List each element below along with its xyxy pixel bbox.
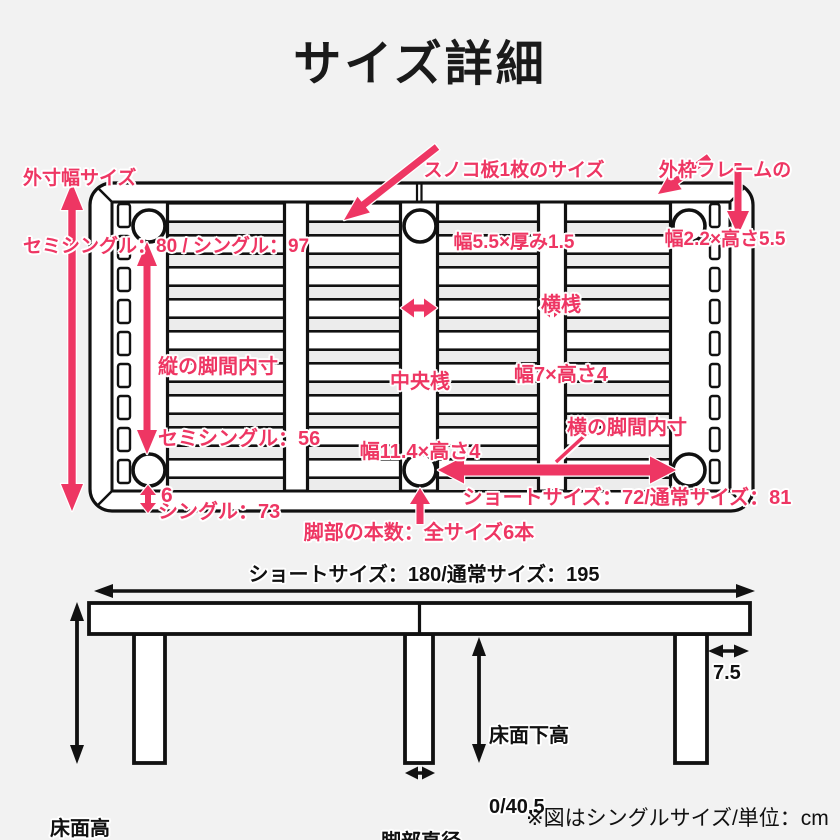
slat-end-tab	[116, 362, 132, 389]
slat-end-tab	[708, 362, 721, 389]
slat-board-line1: スノコ板1枚のサイズ	[423, 159, 605, 181]
floor-height-label: 床面高 5.5/46	[50, 770, 110, 840]
horizontal-leg-span-arrow	[436, 455, 678, 485]
slat-end-tab	[708, 426, 721, 453]
slat-end-tab	[116, 234, 132, 261]
length-arrow	[94, 584, 755, 598]
slat-sections	[165, 202, 673, 491]
slat-end-tab	[708, 266, 721, 293]
slat-end-tab	[116, 330, 132, 357]
cross-rail-line1: 横桟	[541, 294, 581, 317]
side-leg-left	[132, 632, 167, 765]
center-rail-line1: 中央桟	[390, 371, 450, 394]
outer-width-line1: 外寸幅サイズ	[23, 167, 137, 189]
center-rail-arrow	[399, 297, 439, 319]
slat-end-tabs	[116, 202, 721, 485]
vertical-leg-span-line1: 縦の脚間内寸	[158, 356, 278, 379]
pink-arrows	[59, 142, 751, 526]
slat-end-tab	[708, 202, 721, 229]
vertical-leg-span-line3: シングル：73	[158, 500, 281, 523]
slat-end-tab	[116, 458, 132, 485]
center-rail-line2: 幅11.4×高さ4	[359, 441, 481, 464]
horizontal-leg-span-line1: 横の脚間内寸	[566, 417, 687, 440]
leg-circles	[131, 208, 707, 488]
leg-top-middle	[402, 208, 438, 244]
slat-end-tab	[708, 330, 721, 357]
slat-end-tab	[116, 394, 132, 421]
outer-frame-line1: 外枠フレームの	[658, 159, 792, 181]
slat-board-label: スノコ板1枚のサイズ 幅5.5×厚み1.5	[424, 112, 605, 300]
leg-inset-label: 6	[161, 484, 173, 507]
horizontal-leg-span-line2: ショートサイズ：72/通常サイズ：81	[462, 487, 792, 510]
slat-end-tab	[708, 298, 721, 325]
length-label: ショートサイズ：180/通常サイズ：195	[248, 564, 600, 586]
slat-end-tab	[116, 202, 132, 229]
slat-end-tab	[116, 298, 132, 325]
outer-frame-label: 外枠フレームの 幅2.2×高さ5.5	[659, 114, 791, 296]
leg-top-left	[131, 208, 167, 244]
floor-height-line1: 床面高	[50, 818, 110, 840]
leg-diameter-line1: 脚部直径	[381, 829, 461, 840]
horizontal-leg-span-label: 横の脚間内寸 ショートサイズ：72/通常サイズ：81	[463, 370, 792, 558]
slat-end-tab	[708, 458, 721, 485]
under-clearance-label: 床面下高 0/40.5	[489, 677, 569, 840]
side-leg-middle	[403, 632, 435, 765]
slat-end-tab	[116, 426, 132, 453]
leg-diameter-label: 脚部直径 5.5	[381, 782, 461, 840]
slat-end-tab	[708, 394, 721, 421]
leg-inset-arrow	[138, 483, 158, 515]
side-leg-right	[673, 632, 709, 765]
outer-frame-diagonal-arrow	[656, 152, 713, 196]
overhang-label: 7.5	[713, 662, 741, 684]
slat-board-arrow	[342, 142, 441, 222]
cross-rail-arrow	[537, 297, 567, 319]
leg-diameter-arrow	[405, 766, 435, 780]
leg-top-right	[671, 208, 707, 244]
outer-frame-down-arrow	[725, 161, 751, 237]
page-title: サイズ詳細	[293, 38, 547, 91]
under-clearance-line2: 0/40.5	[489, 796, 545, 819]
floor-height-arrow	[70, 602, 84, 764]
slat-end-tab	[116, 266, 132, 293]
leg-count-arrow	[408, 486, 432, 526]
cross-rail-label: 横桟 幅7×高さ4	[514, 247, 608, 435]
vertical-leg-span-line2: セミシングル：56	[158, 428, 321, 451]
note-text: ※図はシングルサイズ/単位：cm	[526, 807, 829, 830]
under-clearance-line1: 床面下高	[489, 725, 569, 748]
side-view	[87, 601, 752, 765]
outer-width-label: 外寸幅サイズ セミシングル：80 / シングル：97	[23, 122, 309, 302]
outer-frame-line2: 幅2.2×高さ5.5	[664, 228, 786, 250]
vertical-leg-span-label: 縦の脚間内寸 セミシングル：56 シングル：73	[158, 308, 320, 572]
outer-width-arrow	[59, 181, 85, 513]
slat-board-line2: 幅5.5×厚み1.5	[453, 231, 575, 253]
overhang-arrow	[708, 644, 749, 658]
leg-count-label: 脚部の本数：全サイズ6本	[303, 522, 535, 544]
cross-rail-line2: 幅7×高さ4	[514, 364, 608, 387]
under-clearance-arrow	[472, 637, 486, 763]
black-arrows	[70, 584, 755, 780]
leg-bottom-middle	[402, 452, 438, 488]
center-rail-label: 中央桟 幅11.4×高さ4	[360, 324, 481, 512]
slat-end-tab	[708, 234, 721, 261]
vertical-leg-span-arrow	[135, 240, 159, 456]
leg-span-connector	[554, 425, 596, 464]
outer-width-line2: セミシングル：80 / シングル：97	[23, 235, 310, 257]
